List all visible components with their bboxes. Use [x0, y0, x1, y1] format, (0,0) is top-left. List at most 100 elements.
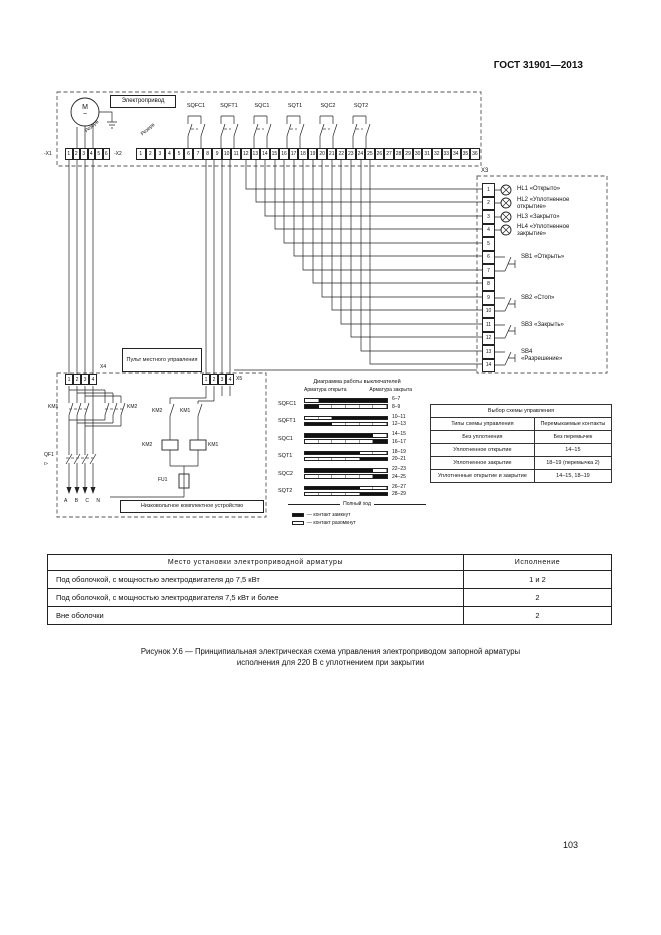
terminal-cell: 4	[164, 148, 175, 160]
terminal-cell: 25	[365, 148, 375, 160]
phase-b: B	[74, 498, 79, 504]
terminal-cell: 3	[482, 210, 495, 224]
figure-caption-line2: исполнения для 220 В с уплотнением при з…	[236, 658, 425, 667]
terminal-cell: 32	[431, 148, 442, 160]
terminal-cell: 14	[482, 358, 495, 372]
contact-state-bar	[304, 474, 388, 479]
terminal-cell: 7	[482, 264, 495, 278]
phase-c: C	[85, 498, 89, 504]
terminal-cell: 35	[460, 148, 471, 160]
drive-enclosure	[56, 91, 482, 167]
switch-name: SQT1	[278, 453, 293, 459]
figure-caption-line1: Рисунок У.6 — Принципиальная электрическ…	[140, 647, 521, 656]
terminal-cell: 5	[174, 148, 184, 160]
motor-wave: ~	[82, 111, 88, 118]
phase-n: N	[96, 498, 100, 504]
button-text: «Закрыть»	[534, 322, 564, 328]
contact-terminals: 6–7	[392, 396, 401, 402]
terminal-cell: 16	[279, 148, 289, 160]
terminal-cell: 11	[482, 318, 495, 332]
switch-name: SQC1	[278, 435, 293, 442]
terminal-cell: 19	[307, 148, 318, 160]
lamp-text: «Открыто»	[529, 186, 561, 192]
scheme-table: Выбор схемы управления Типы схемы управл…	[430, 404, 613, 483]
timing-open-header: Арматура открыта	[304, 387, 347, 393]
placement-col1-header: Место установки электроприводной арматур…	[47, 554, 464, 571]
button-id: SB2	[521, 295, 533, 301]
lamp-id: HL4	[517, 224, 529, 230]
terminal-cell: 18	[298, 148, 308, 160]
scheme-cell: 14–15	[533, 443, 613, 457]
terminal-cell: 14	[260, 148, 270, 160]
terminal-cell: 4	[482, 223, 495, 237]
contact-terminals: 8–9	[392, 403, 401, 410]
terminal-cell: 11	[231, 148, 242, 160]
breaker-label: QF1	[44, 452, 54, 458]
contact-state-bar	[304, 468, 388, 473]
km2-main-label: KM2	[127, 404, 138, 410]
button-label-sb4: SB4 «Разрешение»	[521, 349, 565, 362]
control-panel-enclosure	[476, 175, 608, 374]
contact-terminals: 16–17	[392, 438, 406, 445]
terminal-cell: 9	[212, 148, 222, 160]
terminal-cell: 12	[241, 148, 251, 160]
button-text: «Стоп»	[534, 295, 555, 301]
contact-state-bar	[304, 404, 388, 409]
button-id: SB4	[521, 349, 533, 355]
terminal-cell: 26	[374, 148, 385, 160]
terminal-cell: 31	[422, 148, 432, 160]
motor-m: M	[82, 104, 88, 111]
terminal-cell: 8	[202, 148, 213, 160]
terminal-cell: 21	[326, 148, 337, 160]
terminal-cell: 2	[73, 374, 81, 385]
contact-terminals: 24–25	[392, 473, 406, 480]
terminal-cell: 1	[65, 374, 73, 385]
terminal-cell: 10	[482, 304, 495, 318]
timing-diagram: Диаграмма работы выключателей Арматура о…	[278, 379, 436, 526]
terminal-cell: 27	[384, 148, 394, 160]
lv-device-enclosure	[56, 372, 267, 518]
motor-letter: M ~	[77, 104, 93, 118]
terminal-cell: 4	[89, 374, 97, 385]
terminal-cell: 1	[202, 374, 210, 385]
button-label-sb1: SB1 «Открыть»	[521, 254, 565, 261]
scheme-col1-header: Типы схемы управления	[430, 417, 535, 431]
placement-table: Место установки электроприводной арматур…	[47, 554, 612, 625]
open-contact-swatch	[292, 521, 304, 525]
terminal-cell: 4	[226, 374, 234, 385]
switch-label-sqt2: SQT2	[353, 103, 369, 109]
contact-terminals: 20–21	[392, 456, 406, 462]
contact-state-bar	[304, 421, 388, 427]
lamp-symbols	[495, 184, 512, 236]
breaker-symbol	[65, 453, 97, 494]
terminal-cell: 2	[145, 148, 156, 160]
timing-title: Диаграмма работы выключателей	[313, 379, 401, 385]
button-id: SB3	[521, 322, 533, 328]
switch-label-sqft1: SQFT1	[220, 103, 238, 109]
scheme-cell: Уплотненные открытие и закрытие	[430, 469, 535, 483]
schematic-svg	[56, 91, 608, 518]
contact-terminals: 10–11	[392, 413, 406, 420]
switch-name: SQFC1	[278, 400, 297, 407]
terminal-cell: 36	[470, 148, 480, 160]
contact-state-bar	[304, 450, 388, 456]
legend-text: — контакт замкнут	[307, 512, 351, 518]
lamp-text: «Уплотненное закрытие»	[517, 224, 570, 237]
coil-circuit	[110, 386, 231, 498]
x5-strip-label: X5	[236, 376, 243, 382]
terminal-cell: 3	[81, 374, 89, 385]
contactor-main-contacts	[68, 386, 126, 455]
contact-terminals: 22–23	[392, 466, 406, 472]
terminal-cell: 8	[482, 277, 495, 291]
full-stroke-line	[288, 503, 341, 505]
timing-headers: Арматура открыта Арматура закрыта	[278, 387, 436, 393]
placement-cell: Под оболочкой, с мощностью электродвигат…	[47, 588, 464, 607]
figure-caption: Рисунок У.6 — Принципиальная электрическ…	[0, 646, 661, 668]
